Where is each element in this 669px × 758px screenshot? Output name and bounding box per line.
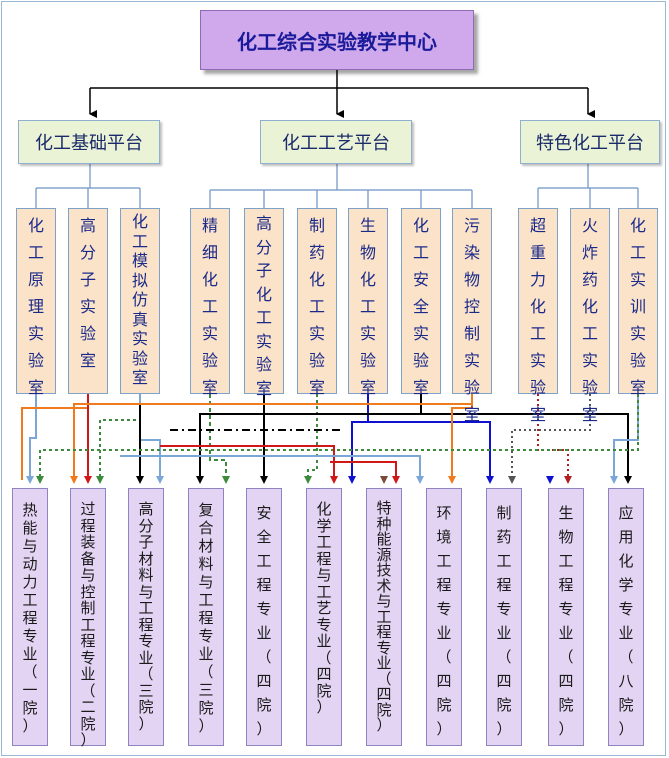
- major-bio-engineering: 生 物 工 程 专 业 （ 四 院 ）: [548, 488, 584, 746]
- center-title: 化工综合实验教学中心: [200, 10, 474, 70]
- major-composite-materials: 复 合 材 料 与 工 程 专 业 （ 三 院 ）: [188, 488, 224, 746]
- major-thermal-power: 热 能 与 动 力 工 程 专 业 （ 一 院 ）: [12, 488, 48, 746]
- major-process-equipment: 过 程 装 备 与 控 制 工 程 专 业 （ 二 院 ）: [70, 488, 106, 748]
- lab-explosives: 火 炸 药 化 工 实 验 室: [570, 208, 610, 424]
- lab-pharma-chem: 制 药 化 工 实 验 室: [297, 208, 337, 397]
- major-applied-chemistry: 应 用 化 学 专 业 （ 八 院 ）: [608, 488, 644, 746]
- lab-fine-chem: 精 细 化 工 实 验 室: [190, 208, 230, 397]
- lab-chem-safety: 化 工 安 全 实 验 室: [401, 208, 441, 397]
- lab-bio-chem: 生 物 化 工 实 验 室: [348, 208, 388, 397]
- lab-pollution-control: 污 染 物 控 制 实 验 室: [452, 208, 492, 424]
- lab-polymer: 高 分 子 实 验 室: [68, 208, 108, 394]
- major-special-energy: 特 种 能 源 技 术 与 工 程 专 业 （ 四 院 ）: [366, 488, 402, 746]
- lab-chem-principles: 化 工 原 理 实 验 室: [16, 208, 56, 397]
- platform-basic: 化工基础平台: [18, 120, 160, 164]
- major-chem-engineering: 化 学 工 程 与 工 艺 专 业 （ 四 院 ）: [306, 488, 342, 746]
- major-environmental: 环 境 工 程 专 业 （ 四 院 ）: [426, 488, 462, 746]
- platform-process: 化工工艺平台: [260, 120, 412, 164]
- major-pharma-engineering: 制 药 工 程 专 业 （ 四 院 ）: [486, 488, 522, 746]
- major-polymer-materials: 高 分 子 材 料 与 工 程 专 业 （ 三 院 ）: [128, 488, 164, 746]
- lab-hypergravity: 超 重 力 化 工 实 验 室: [518, 208, 558, 424]
- platform-special: 特色化工平台: [520, 120, 660, 164]
- lab-polymer-chem: 高 分 子 化 工 实 验 室: [244, 208, 284, 398]
- major-safety-engineering: 安 全 工 程 专 业 （ 四 院 ）: [246, 488, 282, 746]
- lab-training: 化 工 实 训 实 验 室: [618, 208, 658, 397]
- lab-simulation: 化 工 模 拟 仿 真 实 验 室: [120, 208, 160, 394]
